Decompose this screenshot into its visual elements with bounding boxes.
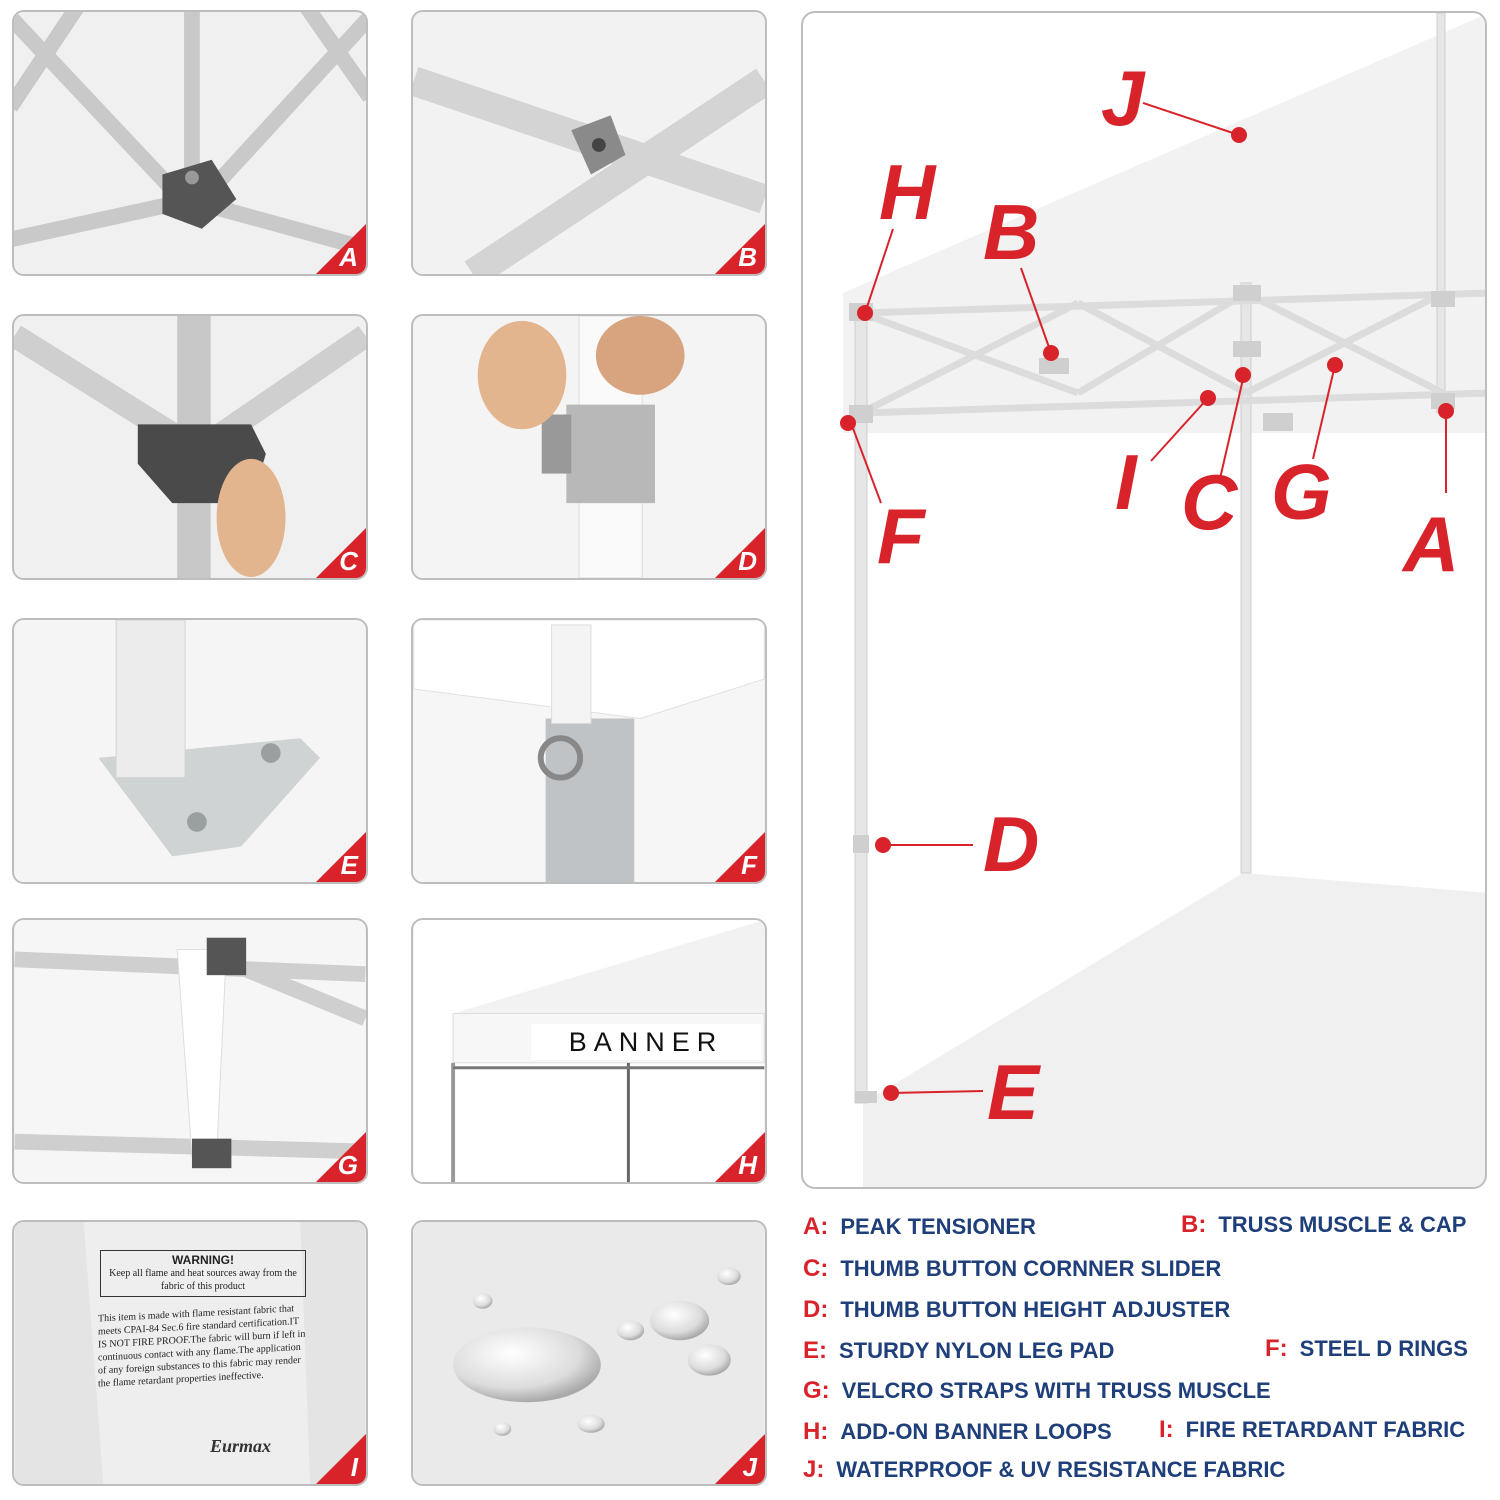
callout-b: B: [983, 188, 1040, 276]
legend-text: STURDY NYLON LEG PAD: [839, 1338, 1115, 1363]
brand-logo: Eurmax: [210, 1436, 272, 1456]
detail-tile-j: J: [411, 1220, 767, 1486]
tile-corner: [713, 830, 765, 882]
legend-text: PEAK TENSIONER: [840, 1214, 1036, 1239]
warning-box: WARNING! Keep all flame and heat sources…: [100, 1250, 306, 1297]
tile-letter: A: [339, 242, 358, 272]
leg-pad-illustration: [14, 620, 366, 882]
detail-tile-i: WARNING! Keep all flame and heat sources…: [12, 1220, 368, 1486]
legend-text: ADD-ON BANNER LOOPS: [840, 1419, 1112, 1444]
tile-letter: F: [741, 850, 757, 880]
callout-h: H: [879, 148, 936, 236]
callout-f: F: [877, 492, 925, 580]
detail-tile-a: A: [12, 10, 368, 276]
d-ring-illustration: [413, 620, 765, 882]
legend-text: FIRE RETARDANT FABRIC: [1185, 1417, 1466, 1442]
legend-key: F:: [1265, 1335, 1288, 1362]
legend-text: THUMB BUTTON CORNNER SLIDER: [840, 1256, 1222, 1281]
legend-item-h: H: ADD-ON BANNER LOOPS: [803, 1419, 1112, 1445]
legend-key: H:: [803, 1418, 829, 1445]
tile-letter: H: [738, 1150, 757, 1180]
legend-text: STEEL D RINGS: [1299, 1336, 1468, 1361]
tile-corner: [713, 222, 765, 274]
truss-cap-illustration: [413, 12, 765, 274]
legend-text: THUMB BUTTON HEIGHT ADJUSTER: [840, 1297, 1231, 1322]
tile-corner: [314, 1432, 366, 1484]
tile-corner: [314, 1130, 366, 1182]
legend-key: D:: [803, 1296, 829, 1323]
legend-item-a: A: PEAK TENSIONER: [803, 1214, 1036, 1240]
legend-key: I:: [1159, 1416, 1174, 1443]
velcro-strap-illustration: [14, 920, 366, 1182]
legend-text: TRUSS MUSCLE & CAP: [1218, 1212, 1467, 1237]
height-adjuster-illustration: [413, 316, 765, 578]
warning-heading: WARNING!: [172, 1253, 234, 1267]
fabric-label-background: [14, 1222, 366, 1484]
legend-key: B:: [1181, 1211, 1207, 1238]
legend-item-c: C: THUMB BUTTON CORNNER SLIDER: [803, 1256, 1221, 1282]
callout-j: J: [1101, 54, 1145, 142]
detail-tile-g: G: [12, 918, 368, 1184]
detail-tile-d: D: [411, 314, 767, 580]
tile-corner: [713, 526, 765, 578]
legend-item-d: D: THUMB BUTTON HEIGHT ADJUSTER: [803, 1297, 1230, 1323]
tile-letter: J: [742, 1452, 757, 1482]
warning-body: This item is made with flame resistant f…: [98, 1303, 306, 1390]
tile-letter: D: [738, 546, 757, 576]
tile-corner: [314, 222, 366, 274]
callout-g: G: [1271, 448, 1332, 536]
tile-corner: [713, 1130, 765, 1182]
warning-label: WARNING! Keep all flame and heat sources…: [98, 1250, 308, 1390]
detail-tile-e: E: [12, 618, 368, 884]
legend-item-f: F: STEEL D RINGS: [1265, 1336, 1468, 1362]
legend-item-g: G: VELCRO STRAPS WITH TRUSS MUSCLE: [803, 1378, 1271, 1404]
callout-c: C: [1181, 458, 1238, 546]
tile-letter: G: [337, 1150, 358, 1180]
legend-key: G:: [803, 1377, 830, 1404]
detail-tile-h: BANNER H: [411, 918, 767, 1184]
legend-key: A:: [803, 1213, 829, 1240]
callout-a: A: [1403, 500, 1460, 588]
canopy-frame-illustration: [840, 13, 1485, 1187]
tile-letter: C: [339, 546, 358, 576]
legend-item-j: J: WATERPROOF & UV RESISTANCE FABRIC: [803, 1457, 1285, 1483]
tile-letter: E: [340, 850, 358, 880]
frame-hub-illustration: [14, 12, 366, 274]
tile-letter: B: [738, 242, 757, 272]
warning-box-text: Keep all flame and heat sources away fro…: [109, 1268, 297, 1292]
legend-text: WATERPROOF & UV RESISTANCE FABRIC: [836, 1457, 1286, 1482]
canopy-diagram: J H B I C G F A D E: [801, 11, 1487, 1189]
tile-letter: I: [350, 1452, 358, 1482]
legend-item-i: I: FIRE RETARDANT FABRIC: [1159, 1417, 1465, 1443]
tile-corner: [314, 526, 366, 578]
detail-tile-b: B: [411, 10, 767, 276]
legend-key: E:: [803, 1337, 827, 1364]
tile-corner: [713, 1432, 765, 1484]
legend-text: VELCRO STRAPS WITH TRUSS MUSCLE: [841, 1378, 1271, 1403]
legend-item-b: B: TRUSS MUSCLE & CAP: [1181, 1212, 1466, 1238]
callout-d: D: [983, 800, 1040, 888]
detail-tile-c: C: [12, 314, 368, 580]
legend-item-e: E: STURDY NYLON LEG PAD: [803, 1338, 1114, 1364]
legend-key: J:: [803, 1456, 825, 1483]
tile-corner: [314, 830, 366, 882]
detail-tile-f: F: [411, 618, 767, 884]
legend-key: C:: [803, 1255, 829, 1282]
banner-text: BANNER: [531, 1024, 761, 1060]
waterproof-fabric-illustration: [413, 1222, 765, 1484]
callout-i: I: [1115, 438, 1137, 526]
callout-e: E: [987, 1048, 1040, 1136]
corner-slider-illustration: [14, 316, 366, 578]
